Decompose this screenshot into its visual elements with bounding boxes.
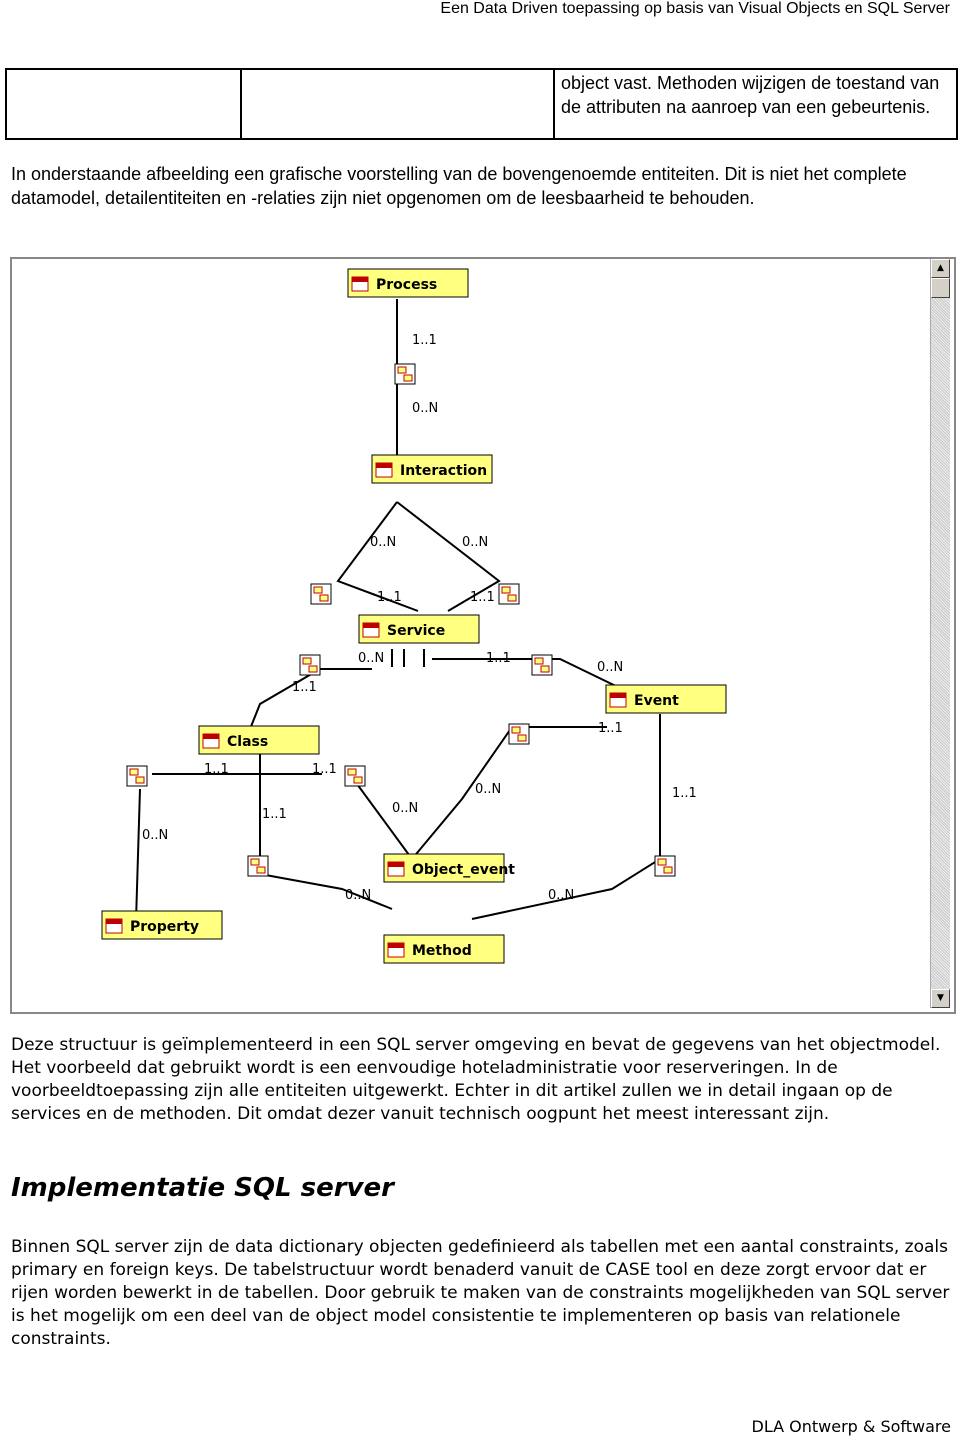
intro-paragraph: In onderstaande afbeelding een grafische… <box>11 164 907 208</box>
line-interaction-service-right <box>396 501 501 612</box>
table-cell-2 <box>240 68 555 140</box>
line-class-objevent <box>356 783 413 860</box>
entity-label: Process <box>376 277 437 293</box>
cardinality-label: 1..1 <box>486 651 511 666</box>
entity-property[interactable]: Property <box>101 910 223 940</box>
line-service-class <box>249 668 321 730</box>
cardinality-label: 1..1 <box>672 786 697 801</box>
scroll-down-icon[interactable]: ▼ <box>931 989 950 1008</box>
connector-icon <box>654 855 676 877</box>
cardinality-label: 1..1 <box>262 807 287 822</box>
cardinality-label: 1..1 <box>312 762 337 777</box>
entity-event[interactable]: Event <box>605 684 727 714</box>
entity-label: Interaction <box>400 463 487 479</box>
cardinality-label: 0..N <box>358 651 384 666</box>
cardinality-label: 0..N <box>392 801 418 816</box>
entity-object-event[interactable]: Object_event <box>383 853 515 883</box>
cardinality-labels: 1..1 0..N 0..N 0..N 1..1 1..1 0..N 1..1 … <box>142 333 697 903</box>
entity-class[interactable]: Class <box>198 725 320 755</box>
section-heading: Implementatie SQL server <box>11 1173 394 1203</box>
scroll-up-icon[interactable]: ▲ <box>931 259 950 278</box>
entity-label: Event <box>634 693 679 709</box>
cardinality-label: 1..1 <box>470 590 495 605</box>
cardinality-label: 0..N <box>597 660 623 675</box>
diagram-canvas: 1..1 0..N 0..N 0..N 1..1 1..1 0..N 1..1 … <box>101 268 727 964</box>
table-fragment: object vast. Methoden wijzigen de toesta… <box>5 68 958 140</box>
connector-icon <box>394 363 416 385</box>
connector-icon <box>498 583 520 605</box>
page-footer: DLA Ontwerp & Software <box>751 1417 951 1436</box>
entity-boxes: Process Interaction Service Event Class … <box>101 268 727 964</box>
line-service-event <box>432 658 623 690</box>
entity-label: Class <box>227 734 268 750</box>
line-class-property <box>135 788 141 922</box>
cardinality-label: 1..1 <box>598 721 623 736</box>
table-cell-3: object vast. Methoden wijzigen de toesta… <box>553 68 958 140</box>
entity-method[interactable]: Method <box>383 934 505 964</box>
entity-label: Service <box>387 623 445 639</box>
connector-icon <box>126 765 148 787</box>
entity-label: Object_event <box>412 862 515 878</box>
line-interaction-service-left <box>336 501 419 612</box>
table-cell-1 <box>5 68 242 140</box>
line-event-objevent <box>411 726 513 860</box>
cardinality-label: 0..N <box>142 828 168 843</box>
entity-process[interactable]: Process <box>347 268 469 298</box>
cardinality-label: 0..N <box>370 535 396 550</box>
entity-interaction[interactable]: Interaction <box>371 454 493 484</box>
connector-icon <box>344 765 366 787</box>
cardinality-label: 1..1 <box>377 590 402 605</box>
entity-diagram: 1..1 0..N 0..N 0..N 1..1 1..1 0..N 1..1 … <box>10 257 956 1014</box>
line-class-method <box>259 873 393 910</box>
connector-icon <box>531 654 553 676</box>
diagram-scrollbar[interactable]: ▲ ▼ <box>930 259 950 1008</box>
connector-icons <box>126 363 676 877</box>
cardinality-label: 1..1 <box>204 762 229 777</box>
connector-icon <box>299 654 321 676</box>
table-cell-text: object vast. Methoden wijzigen de toesta… <box>561 73 940 117</box>
line-event-method <box>471 714 661 920</box>
cardinality-label: 1..1 <box>292 680 317 695</box>
cardinality-label: 0..N <box>548 888 574 903</box>
page-header: Een Data Driven toepassing op basis van … <box>440 0 950 17</box>
cardinality-label: 0..N <box>412 401 438 416</box>
entity-label: Property <box>130 919 199 935</box>
structure-paragraph: Deze structuur is geïmplementeerd in een… <box>11 1035 941 1124</box>
scroll-thumb[interactable] <box>931 278 950 298</box>
section-paragraph: Binnen SQL server zijn de data dictionar… <box>11 1237 950 1349</box>
cardinality-label: 0..N <box>462 535 488 550</box>
cardinality-label: 1..1 <box>412 333 437 348</box>
cardinality-label: 0..N <box>345 888 371 903</box>
cardinality-label: 0..N <box>475 782 501 797</box>
entity-label: Method <box>412 943 472 959</box>
connector-icon <box>508 723 530 745</box>
entity-service[interactable]: Service <box>358 614 480 644</box>
connector-icon <box>247 855 269 877</box>
relation-lines <box>135 299 661 922</box>
connector-icon <box>310 583 332 605</box>
